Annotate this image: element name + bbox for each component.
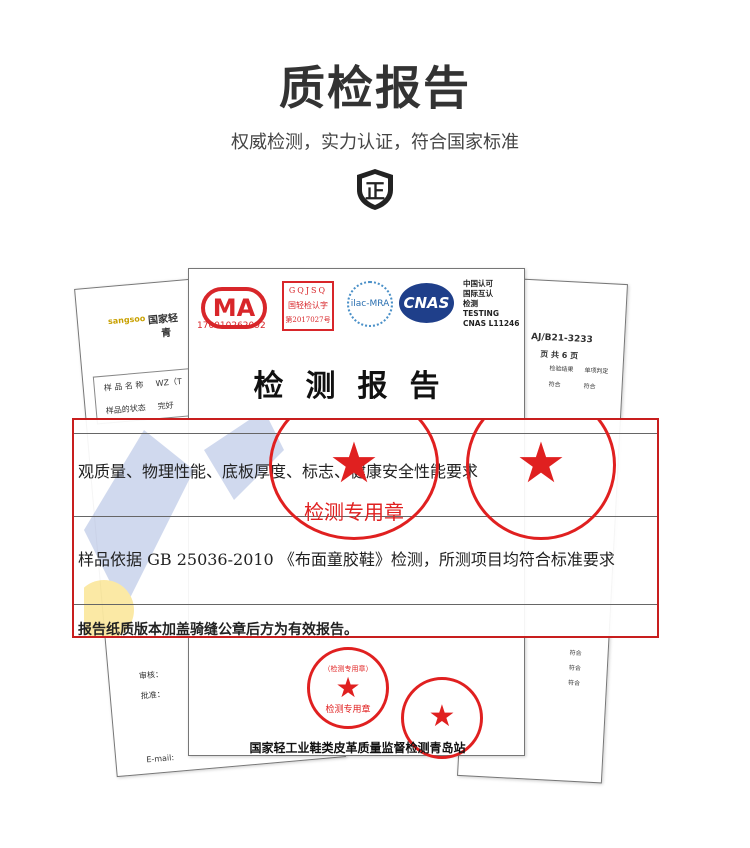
issuer-text-2: 青 (160, 327, 172, 340)
svg-text:正: 正 (365, 179, 385, 203)
cnas-line: CNAS L11246 (463, 319, 520, 328)
cnas-logo: CNAS (399, 283, 454, 323)
cnas-line: 中国认可 (463, 279, 493, 288)
email-label: E-mail: (146, 753, 175, 765)
gqjsq-line: GQJSQ (288, 286, 328, 295)
result-cell: 符合 (568, 664, 581, 673)
conclusion-text: 样品依据 GB 25036-2010 《布面童胶鞋》检测，所测项目均符合标准要求 (78, 550, 615, 569)
report-number: AJ/B21-3233 (530, 332, 594, 346)
report-conclusion-callout: 观质量、物理性能、底板厚度、标志、健康安全性能要求 样品依据 GB 25036-… (72, 418, 659, 638)
gqjsq-line: 第2017027号 (285, 316, 331, 324)
star-icon: ★ (328, 431, 380, 496)
stamp-text: （检测专用章） (323, 665, 373, 673)
cma-number: 170010262092 (197, 321, 266, 331)
gqjsq-seal: GQJSQ 国轻检认字 第2017027号 (282, 281, 334, 331)
official-stamp: ★ (401, 677, 483, 759)
gqjsq-line: 国轻检认字 (288, 301, 328, 310)
result-cell: 符合 (583, 382, 596, 391)
stamp-text: 检测专用章 (325, 705, 371, 715)
official-stamp-large: ★ (466, 420, 616, 540)
star-icon: ★ (428, 699, 456, 734)
cnas-line: 检测 (463, 299, 478, 308)
report-heading: 检测报告 (253, 369, 462, 404)
cnas-text: 中国认可 国际互认 检测 TESTING CNAS L11246 (463, 279, 519, 329)
page-title: 质检报告 (279, 61, 471, 115)
inspection-stamp-large: ★ 检测专用章 (269, 420, 439, 540)
result-cell: 符合 (569, 649, 582, 658)
page-subtitle: 权威检测，实力认证，符合国家标准 (231, 132, 519, 153)
validity-note: 报告纸质版本加盖骑缝公章后方为有效报告。 (78, 622, 358, 638)
stamp-text: 检测专用章 (304, 500, 404, 524)
column-header: 检验结果 (549, 365, 574, 374)
star-icon: ★ (335, 671, 361, 704)
result-cell: 符合 (548, 381, 561, 389)
column-header: 单项判定 (584, 366, 609, 376)
issuer-footer: 国家轻工业鞋类皮革质量监督检测青岛站 (249, 741, 466, 755)
cnas-line: 国际互认 (463, 289, 493, 298)
page-count: 页 共 6 页 (539, 349, 579, 361)
cma-logo: MA (201, 287, 267, 329)
star-icon: ★ (515, 431, 567, 496)
cnas-line: TESTING (463, 309, 499, 318)
result-cell: 符合 (567, 679, 581, 688)
row-value: 完好 (157, 400, 174, 412)
company-logo: sangsoo (107, 313, 146, 327)
approver-label: 批准： (140, 689, 166, 701)
inspection-stamp: （检测专用章） ★ 检测专用章 (307, 647, 389, 729)
row-value: WZ（T (155, 376, 183, 389)
watermark-logo (84, 420, 284, 636)
reviewer-label: 审核： (138, 669, 164, 681)
ilac-mra-logo: ilac-MRA (347, 281, 393, 327)
shield-zheng-icon: 正 (357, 169, 393, 210)
